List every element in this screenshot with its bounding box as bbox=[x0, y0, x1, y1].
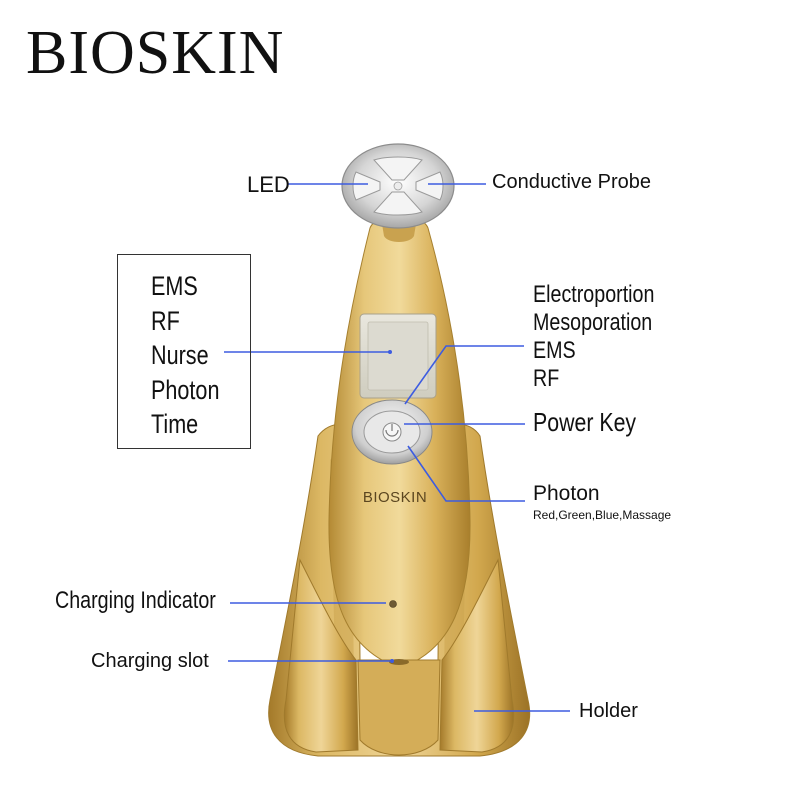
screen-function-time: Time bbox=[151, 409, 199, 439]
holder-front bbox=[283, 558, 359, 753]
pointer-lines bbox=[224, 183, 570, 712]
holder-slot bbox=[357, 659, 441, 756]
screen-functions-list: EMS RF Nurse Photon Time bbox=[151, 269, 219, 442]
brand-title: BIOSKIN bbox=[26, 19, 285, 87]
pointer-photon bbox=[407, 445, 525, 502]
charging-indicator-light bbox=[389, 600, 397, 608]
label-power-key: Power Key bbox=[533, 407, 637, 437]
label-holder: Holder bbox=[579, 700, 638, 722]
pointer-modes bbox=[404, 345, 524, 405]
label-mode-mesoporation: Mesoporation bbox=[533, 309, 653, 336]
label-photon: Photon bbox=[533, 482, 600, 505]
label-charging-slot: Charging slot bbox=[91, 650, 209, 672]
screen-function-rf: RF bbox=[151, 305, 180, 336]
label-mode-rf: RF bbox=[533, 365, 560, 392]
power-key[interactable] bbox=[382, 422, 402, 442]
label-modes: Electroportion Mesoporation EMS RF bbox=[533, 281, 654, 393]
screen-functions-box: EMS RF Nurse Photon Time bbox=[117, 254, 251, 449]
probe-cross bbox=[352, 156, 444, 216]
screen-function-ems: EMS bbox=[151, 271, 198, 301]
pointer-ends bbox=[388, 350, 394, 663]
label-led: LED bbox=[247, 172, 290, 197]
screen-function-nurse: Nurse bbox=[151, 340, 209, 370]
label-photon-options: Red,Green,Blue,Massage bbox=[533, 508, 672, 522]
label-mode-ems: EMS bbox=[533, 337, 576, 364]
holder-front-right bbox=[439, 558, 515, 753]
screen-function-photon: Photon bbox=[151, 374, 220, 405]
label-conductive-probe: Conductive Probe bbox=[492, 171, 651, 193]
power-icon bbox=[385, 429, 399, 437]
device-screen-inner bbox=[367, 321, 429, 391]
led-center bbox=[393, 181, 403, 191]
label-mode-electroportion: Electroportion bbox=[533, 281, 655, 308]
charging-slot-port bbox=[389, 659, 409, 665]
label-charging-indicator: Charging Indicator bbox=[55, 587, 216, 614]
device-logo: BIOSKIN bbox=[363, 489, 427, 506]
